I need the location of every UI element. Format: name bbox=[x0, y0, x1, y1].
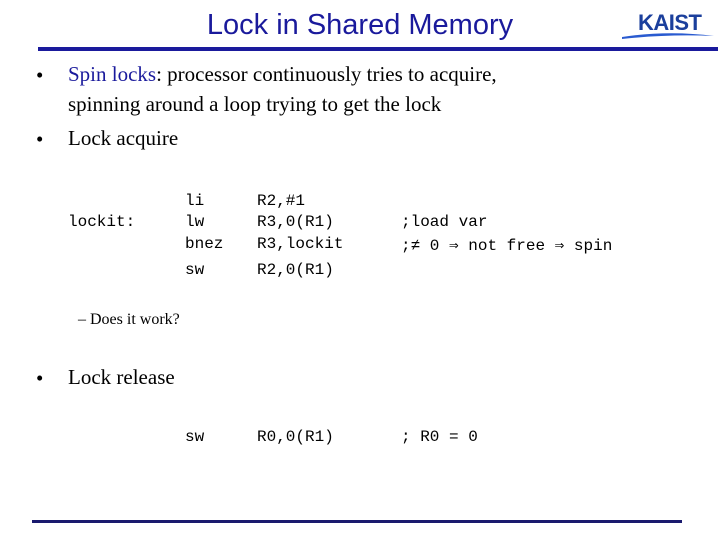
bullet-lock-release: Lock release bbox=[68, 365, 175, 389]
code-op: sw bbox=[185, 261, 205, 279]
code-args: R2,#1 bbox=[257, 192, 306, 210]
code-op: bnez bbox=[185, 235, 224, 253]
bullet-text: : processor continuously tries to acquir… bbox=[156, 62, 497, 86]
code-comment: ;≠ 0 ⇒ not free ⇒ spin bbox=[401, 237, 613, 255]
code-args: R2,0(R1) bbox=[257, 261, 334, 279]
slide-title: Lock in Shared Memory bbox=[206, 9, 514, 41]
kaist-logo: KAIST bbox=[620, 6, 716, 42]
code-label-lockit: lockit: bbox=[68, 213, 136, 231]
bullet-spin-locks: Spin locks: processor continuously tries… bbox=[68, 58, 497, 91]
bullet-dot: • bbox=[36, 127, 44, 151]
sub-bullet-does-it-work: – Does it work? bbox=[78, 311, 180, 328]
logo-swoosh-icon bbox=[622, 33, 714, 39]
code-comment: ; R0 = 0 bbox=[401, 428, 478, 446]
code-args: R3,lockit bbox=[257, 235, 344, 253]
bullet-dot: • bbox=[36, 366, 44, 390]
bullet-dot: • bbox=[36, 63, 44, 87]
bullet-spin-locks-line2: spinning around a loop trying to get the… bbox=[68, 92, 442, 116]
code-comment: ;load var bbox=[401, 213, 488, 231]
code-args: R3,0(R1) bbox=[257, 213, 334, 231]
code-op: sw bbox=[185, 428, 205, 446]
term-spin-locks: Spin locks bbox=[68, 62, 157, 86]
code-op: lw bbox=[185, 213, 205, 231]
code-op: li bbox=[185, 192, 205, 210]
code-args: R0,0(R1) bbox=[257, 428, 334, 446]
logo-text: KAIST bbox=[638, 10, 702, 35]
footer-rule bbox=[32, 520, 682, 523]
bullet-lock-acquire: Lock acquire bbox=[68, 126, 179, 150]
title-underline bbox=[38, 47, 718, 51]
